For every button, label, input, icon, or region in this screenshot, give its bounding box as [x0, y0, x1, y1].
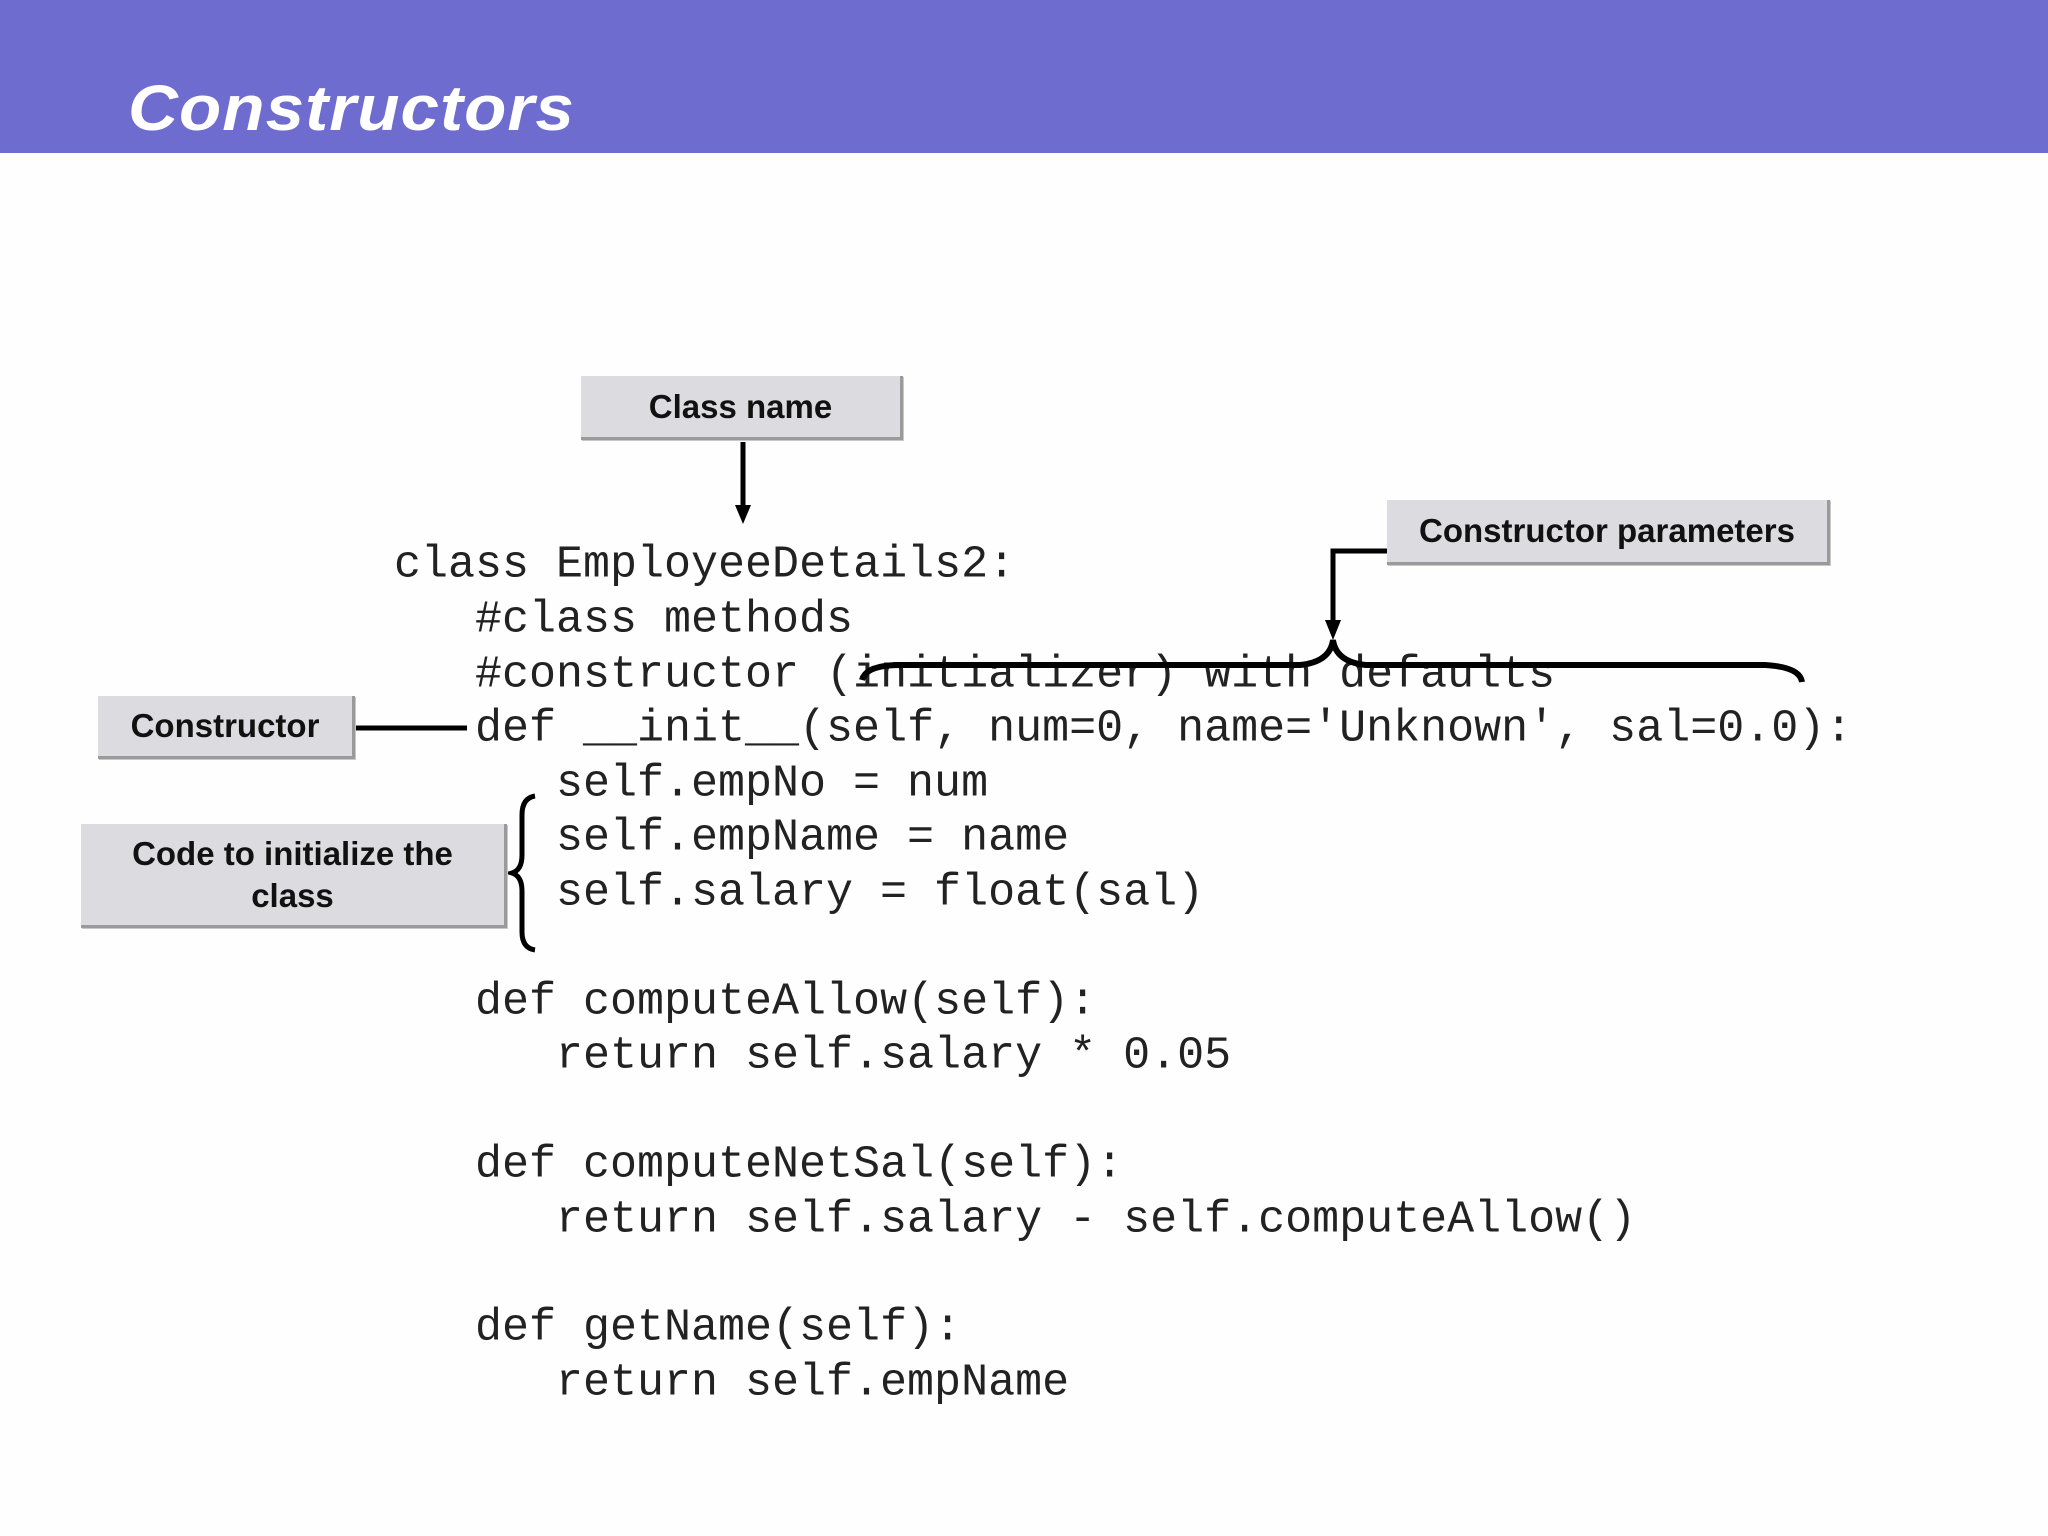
init-code-brace — [503, 793, 536, 953]
code-line: return self.salary - self.computeAllow() — [556, 1194, 1637, 1246]
code-line: def computeAllow(self): — [475, 976, 1097, 1028]
code-line: def getName(self): — [475, 1302, 962, 1354]
class-name-callout: Class name — [581, 376, 903, 440]
slide-title: Constructors — [128, 72, 575, 144]
init-code-callout: Code to initialize the class — [81, 824, 507, 928]
code-line: def __init__(self, num=0, name='Unknown'… — [475, 703, 1853, 755]
parameters-brace — [859, 639, 1805, 683]
code-line: self.salary = float(sal) — [556, 867, 1205, 919]
class-name-arrow — [735, 442, 751, 524]
code-line: self.empNo = num — [556, 758, 989, 810]
parameters-arrow — [1325, 548, 1387, 640]
code-line: return self.salary * 0.05 — [556, 1030, 1232, 1082]
code-line: self.empName = name — [556, 812, 1070, 864]
code-line: #class methods — [475, 594, 854, 646]
title-bar: Constructors — [0, 0, 2048, 153]
constructor-callout: Constructor — [98, 696, 355, 759]
code-line: class EmployeeDetails2: — [394, 539, 1016, 591]
code-line: return self.empName — [556, 1357, 1070, 1409]
code-listing: class EmployeeDetails2: #class methods #… — [0, 0, 1852, 1406]
code-line: def computeNetSal(self): — [475, 1139, 1124, 1191]
code-line: #constructor (initializer) with defaults — [475, 649, 1556, 701]
constructor-parameters-callout: Constructor parameters — [1387, 500, 1830, 565]
